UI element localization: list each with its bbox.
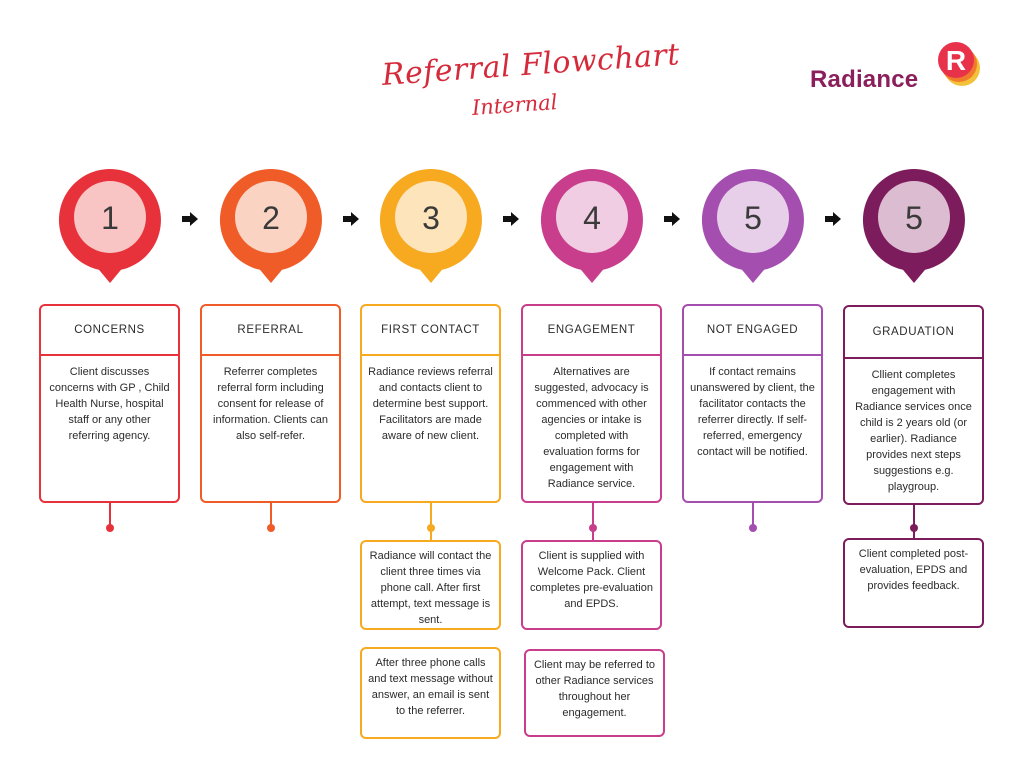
- step-5-pin: 5: [698, 165, 808, 287]
- map-pin-icon: [219, 169, 322, 283]
- card-heading: GRADUATION: [845, 307, 982, 359]
- note-engagement-referral: Client may be referred to other Radiance…: [524, 649, 665, 737]
- step-number: 2: [262, 200, 280, 236]
- radiance-logo: Radiance R: [808, 36, 994, 98]
- map-pin-icon: [701, 169, 804, 283]
- card-body: Client discusses concerns with GP , Chil…: [49, 366, 170, 442]
- note-first-contact-email: After three phone calls and text message…: [360, 647, 501, 739]
- card-body: Referrer completes referral form includi…: [213, 366, 328, 442]
- card-body: Alternatives are suggested, advocacy is …: [534, 366, 649, 490]
- step-1-pin: 1: [55, 165, 165, 287]
- note-engagement-welcome-pack: Client is supplied with Welcome Pack. Cl…: [521, 540, 662, 630]
- connector-line: [270, 503, 272, 525]
- map-pin-icon: [379, 169, 482, 283]
- logo-text: Radiance: [810, 66, 919, 93]
- step-card-engagement: ENGAGEMENT Alternatives are suggested, a…: [521, 304, 662, 503]
- step-4-pin: 4: [537, 165, 647, 287]
- connector-line: [109, 503, 111, 525]
- arrow-right-icon: [182, 212, 198, 226]
- connector-dot: [267, 524, 275, 532]
- connector-dot: [589, 524, 597, 532]
- arrow-right-icon: [825, 212, 841, 226]
- connector-dot: [749, 524, 757, 532]
- connector-line: [430, 531, 432, 541]
- card-heading: ENGAGEMENT: [523, 306, 660, 356]
- page-title: Referral Flowchart: [380, 37, 681, 93]
- step-6-pin: 5: [859, 165, 969, 287]
- card-heading: NOT ENGAGED: [684, 306, 821, 356]
- card-body: If contact remains unanswered by client,…: [690, 366, 815, 458]
- connector-line: [913, 531, 915, 539]
- step-number: 5: [905, 200, 923, 236]
- arrow-right-icon: [664, 212, 680, 226]
- page-subtitle: Internal: [471, 90, 559, 120]
- card-heading: REFERRAL: [202, 306, 339, 356]
- step-3-pin: 3: [376, 165, 486, 287]
- note-first-contact-calls: Radiance will contact the client three t…: [360, 540, 501, 630]
- step-number: 5: [744, 200, 762, 236]
- step-number: 3: [422, 200, 440, 236]
- step-number: 4: [583, 200, 601, 236]
- arrow-right-icon: [503, 212, 519, 226]
- connector-dot: [427, 524, 435, 532]
- note-graduation-post-evaluation: Client completed post-evaluation, EPDS a…: [843, 538, 984, 628]
- map-pin-icon: [58, 169, 161, 283]
- card-heading: CONCERNS: [41, 306, 178, 356]
- connector-dot: [106, 524, 114, 532]
- step-2-pin: 2: [216, 165, 326, 287]
- connector-line: [592, 531, 594, 541]
- step-card-first-contact: FIRST CONTACT Radiance reviews referral …: [360, 304, 501, 503]
- card-heading: FIRST CONTACT: [362, 306, 499, 356]
- map-pin-icon: [540, 169, 643, 283]
- step-card-referral: REFERRAL Referrer completes referral for…: [200, 304, 341, 503]
- title-block: Referral Flowchart Internal: [360, 37, 681, 132]
- logo-mark-icon: R: [938, 42, 980, 86]
- card-body: Radiance reviews referral and contacts c…: [368, 366, 493, 442]
- logo-mark-letter: R: [946, 45, 966, 76]
- card-body: Cllient completes engagement with Radian…: [855, 369, 972, 493]
- connector-line: [913, 505, 915, 525]
- step-card-graduation: GRADUATION Cllient completes engagement …: [843, 305, 984, 505]
- connector-dot: [910, 524, 918, 532]
- connector-line: [752, 503, 754, 525]
- step-card-concerns: CONCERNS Client discusses concerns with …: [39, 304, 180, 503]
- map-pin-icon: [862, 169, 965, 283]
- step-card-not-engaged: NOT ENGAGED If contact remains unanswere…: [682, 304, 823, 503]
- step-number: 1: [101, 200, 119, 236]
- connector-line: [430, 503, 432, 525]
- arrow-right-icon: [343, 212, 359, 226]
- connector-line: [592, 503, 594, 525]
